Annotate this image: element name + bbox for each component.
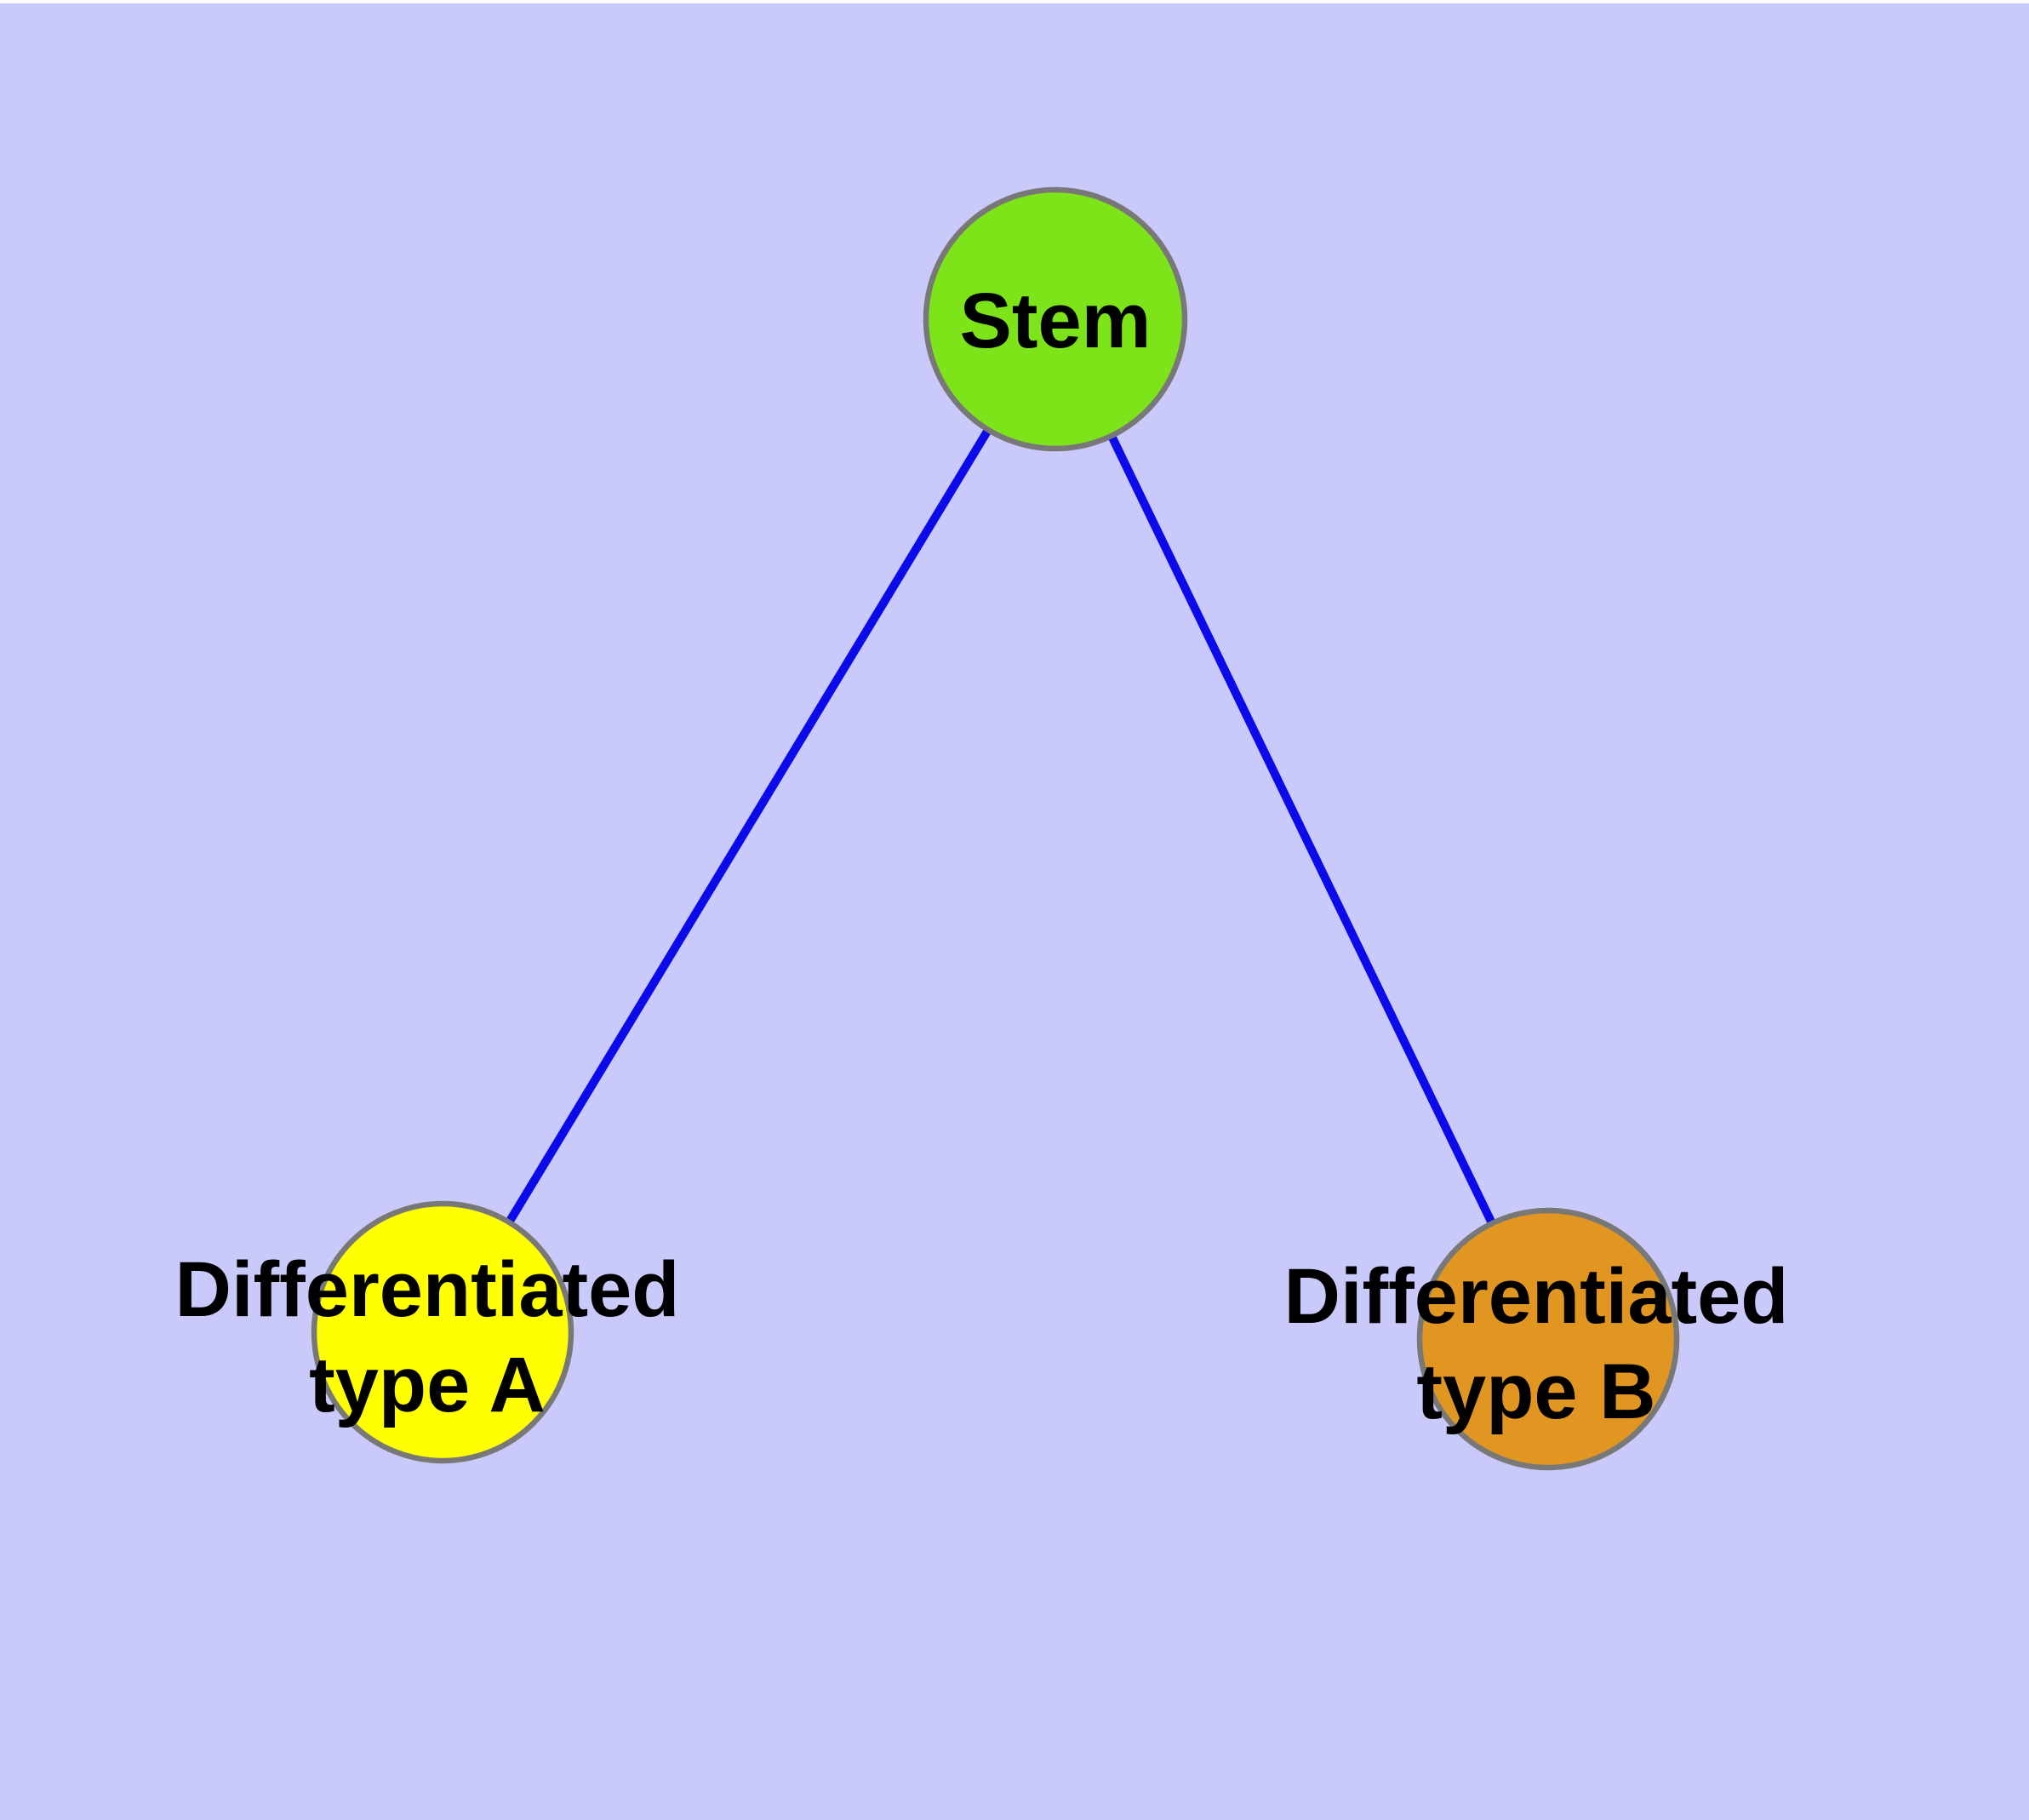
node-type-a-label-line2: type A (309, 1342, 546, 1428)
top-margin-strip (0, 0, 2029, 3)
node-differentiated-type-a (311, 1200, 574, 1464)
node-stem (923, 186, 1188, 452)
node-type-b-label-line2: type B (1416, 1348, 1655, 1435)
edge-stem-to-type-a (505, 427, 992, 1225)
node-differentiated-type-b (1416, 1207, 1680, 1471)
edge-stem-to-type-b (1107, 433, 1496, 1226)
node-type-b-label-line1: Differentiated (1284, 1253, 1789, 1340)
node-type-a-label-line1: Differentiated (175, 1246, 680, 1333)
node-stem-label: Stem (960, 278, 1152, 364)
